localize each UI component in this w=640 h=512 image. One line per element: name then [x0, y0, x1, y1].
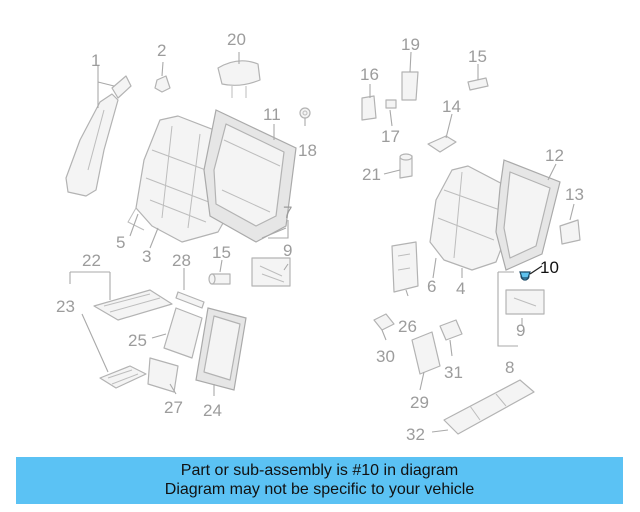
callout-14: 14 — [442, 97, 461, 116]
part-20-headrest — [217, 60, 261, 98]
leader-lines — [69, 51, 575, 433]
callout-31: 31 — [444, 363, 463, 382]
info-banner: Part or sub-assembly is #10 in diagram D… — [16, 457, 623, 504]
part-21-bushing — [399, 153, 413, 179]
callout-26: 26 — [398, 317, 417, 336]
part-26-bracket — [391, 241, 419, 293]
callout-17: 17 — [381, 127, 400, 146]
part-15-bolt-left — [208, 273, 231, 285]
part-10-fastener — [519, 271, 531, 281]
part-25-panel — [163, 307, 203, 359]
part-12-frame-right — [495, 159, 561, 271]
part-18-washer — [299, 107, 311, 119]
part-30-clip — [373, 313, 395, 331]
callout-28: 28 — [172, 251, 191, 270]
callout-11: 11 — [263, 105, 281, 124]
callout-2: 2 — [157, 41, 166, 60]
callout-19: 19 — [401, 35, 420, 54]
callout-labels: 1 2 20 11 18 5 3 7 9 15 22 23 28 25 27 2… — [56, 30, 584, 444]
parts-diagram: 1 2 20 11 18 5 3 7 9 15 22 23 28 25 27 2… — [56, 30, 584, 444]
callout-23: 23 — [56, 297, 75, 316]
part-29-bracket — [411, 331, 441, 375]
part-22-pad — [93, 289, 173, 321]
callout-15-left: 15 — [212, 243, 231, 262]
callout-29: 29 — [410, 393, 429, 412]
callout-8: 8 — [505, 358, 514, 377]
callout-27: 27 — [164, 398, 183, 417]
callout-6: 6 — [427, 277, 436, 296]
banner-line-part-number: Part or sub-assembly is #10 in diagram — [180, 462, 459, 479]
part-28-strip — [175, 291, 205, 309]
callout-5: 5 — [116, 233, 125, 252]
callout-16: 16 — [360, 65, 379, 84]
callout-22: 22 — [82, 251, 101, 270]
part-16-bracket — [361, 95, 377, 121]
part-17-bolt — [385, 99, 397, 109]
callout-7: 7 — [283, 203, 292, 222]
part-9-hardware-left — [251, 257, 291, 287]
part-15-bolt-right — [467, 77, 489, 91]
callout-4: 4 — [456, 279, 465, 298]
callout-24: 24 — [203, 401, 222, 420]
callout-10: 10 — [540, 258, 559, 277]
part-9-hardware-right — [505, 289, 545, 315]
callout-1: 1 — [91, 51, 100, 70]
callout-20: 20 — [227, 30, 246, 49]
callout-32: 32 — [406, 425, 425, 444]
banner-line-disclaimer: Diagram may not be specific to your vehi… — [164, 481, 475, 498]
part-11-frame — [203, 109, 297, 243]
callout-9-right: 9 — [516, 321, 525, 340]
callout-9-left: 9 — [283, 241, 292, 260]
part-4-seat-back-right — [429, 165, 513, 271]
part-1-side-trim — [65, 75, 132, 197]
callout-30: 30 — [376, 347, 395, 366]
part-7-rod — [261, 227, 287, 239]
part-31-clip — [439, 319, 463, 341]
callout-25: 25 — [128, 331, 147, 350]
part-14-latch — [427, 135, 457, 153]
part-23-latch — [99, 365, 147, 389]
part-13-cover — [559, 219, 581, 245]
callout-13: 13 — [565, 185, 584, 204]
callout-3: 3 — [142, 247, 151, 266]
callout-18: 18 — [298, 141, 317, 160]
callout-15-right: 15 — [468, 47, 487, 66]
part-19-handle — [401, 71, 419, 101]
part-27-cover — [147, 357, 179, 393]
part-2-clip — [154, 75, 171, 93]
callout-21: 21 — [362, 165, 381, 184]
callout-12: 12 — [545, 146, 564, 165]
part-24-seat-frame — [195, 307, 247, 391]
part-32-bag — [443, 379, 535, 435]
